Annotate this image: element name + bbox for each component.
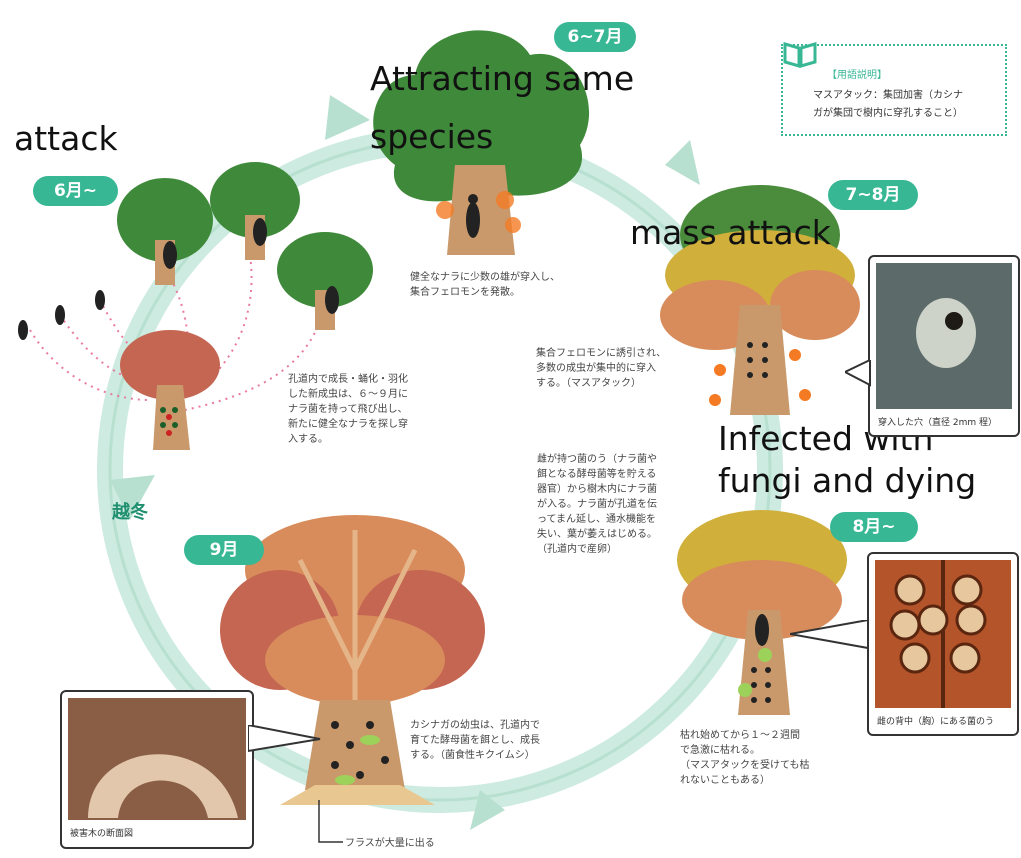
note-wither: 枯れ始めてから１～２週間で急激に枯れる。（マスアタックを受けても枯れないこともあ…: [680, 730, 810, 786]
book-icon: [783, 42, 817, 68]
healthy-tree-top: [373, 30, 590, 255]
badge-june-july: 6~7月: [554, 22, 636, 52]
overwinter-label: 越冬: [112, 502, 148, 523]
glossary-title: 【用語説明】: [827, 70, 887, 81]
photo-entry-hole: 穿入した穴（直径 2mm 程）: [868, 255, 1020, 437]
dying-tree: [677, 510, 847, 715]
photo-mycangia: 雌の背中（胸）にある菌のう: [867, 552, 1019, 736]
arrow-head-top-right: [665, 140, 700, 185]
cross-section-caption: 被害木の断面図: [70, 829, 134, 839]
note-frass: フラスが大量に出る: [345, 838, 435, 849]
badge-aug-onward: 8月~: [830, 512, 918, 542]
note-mass-attack: 集合フェロモンに誘引され、多数の成虫が集中的に穿入する。（マスアタック）: [536, 348, 667, 389]
note-left: 孔道内で成長・蛹化・羽化した新成虫は、６～９月にナラ菌を持って飛び出し、新たに健…: [288, 374, 408, 445]
mycangia-image: [875, 560, 1011, 708]
note-fungi: 雌が持つ菌のう（ナラ菌や餌となる酵母菌等を貯える器官）から樹木内にナラ菌が入る。…: [537, 454, 657, 555]
note-larva: カシナガの幼虫は、孔道内で育てた酵母菌を餌とし、成長する。（菌食性キクイムシ）: [410, 720, 540, 761]
dead-tree-large: [220, 515, 485, 805]
callout-tail-mycangia: [790, 620, 869, 650]
arrow-head-left: [110, 475, 155, 520]
glossary-text-2: ガが集団で樹内に穿孔すること）: [813, 108, 963, 119]
label-attracting-line2: species: [370, 117, 494, 156]
badge-july-aug: 7~8月: [828, 180, 918, 210]
arrow-head-bottom: [470, 790, 505, 830]
label-attack: attack: [14, 119, 118, 158]
beetle-icon: [466, 194, 480, 238]
mycangia-caption: 雌の背中（胸）にある菌のう: [877, 717, 995, 727]
label-mass-attack: mass attack: [630, 213, 831, 252]
mass-attack-tree: [660, 185, 860, 415]
callout-tail-hole: [845, 360, 871, 387]
infested-tree-left: [120, 330, 220, 450]
entry-hole-image: [876, 263, 1012, 409]
label-infected-line2: fungi and dying: [718, 461, 977, 500]
entry-hole-caption: 穿入した穴（直径 2mm 程）: [878, 418, 997, 428]
beetle-icon: [755, 614, 769, 646]
glossary-box: 【用語説明】 マスアタック：集団加害（カシナ ガが集団で樹内に穿孔すること）: [781, 42, 1007, 136]
frass-pointer: [318, 800, 343, 843]
healthy-trees-left: [117, 162, 373, 330]
badge-september: 9月: [184, 535, 264, 565]
flying-beetles: [18, 290, 105, 340]
photo-cross-section: 被害木の断面図: [60, 690, 254, 849]
glossary-text-1: マスアタック：集団加害（カシナ: [813, 90, 963, 101]
callout-tail-cross: [248, 725, 321, 753]
badge-june-onward: 6月~: [33, 176, 118, 206]
note-top: 健全なナラに少数の雄が穿入し、集合フェロモンを発散。: [410, 272, 560, 298]
label-attracting-line1: Attracting same: [370, 59, 635, 98]
arrow-head-top-left: [325, 95, 370, 140]
cross-section-image: [68, 698, 246, 820]
